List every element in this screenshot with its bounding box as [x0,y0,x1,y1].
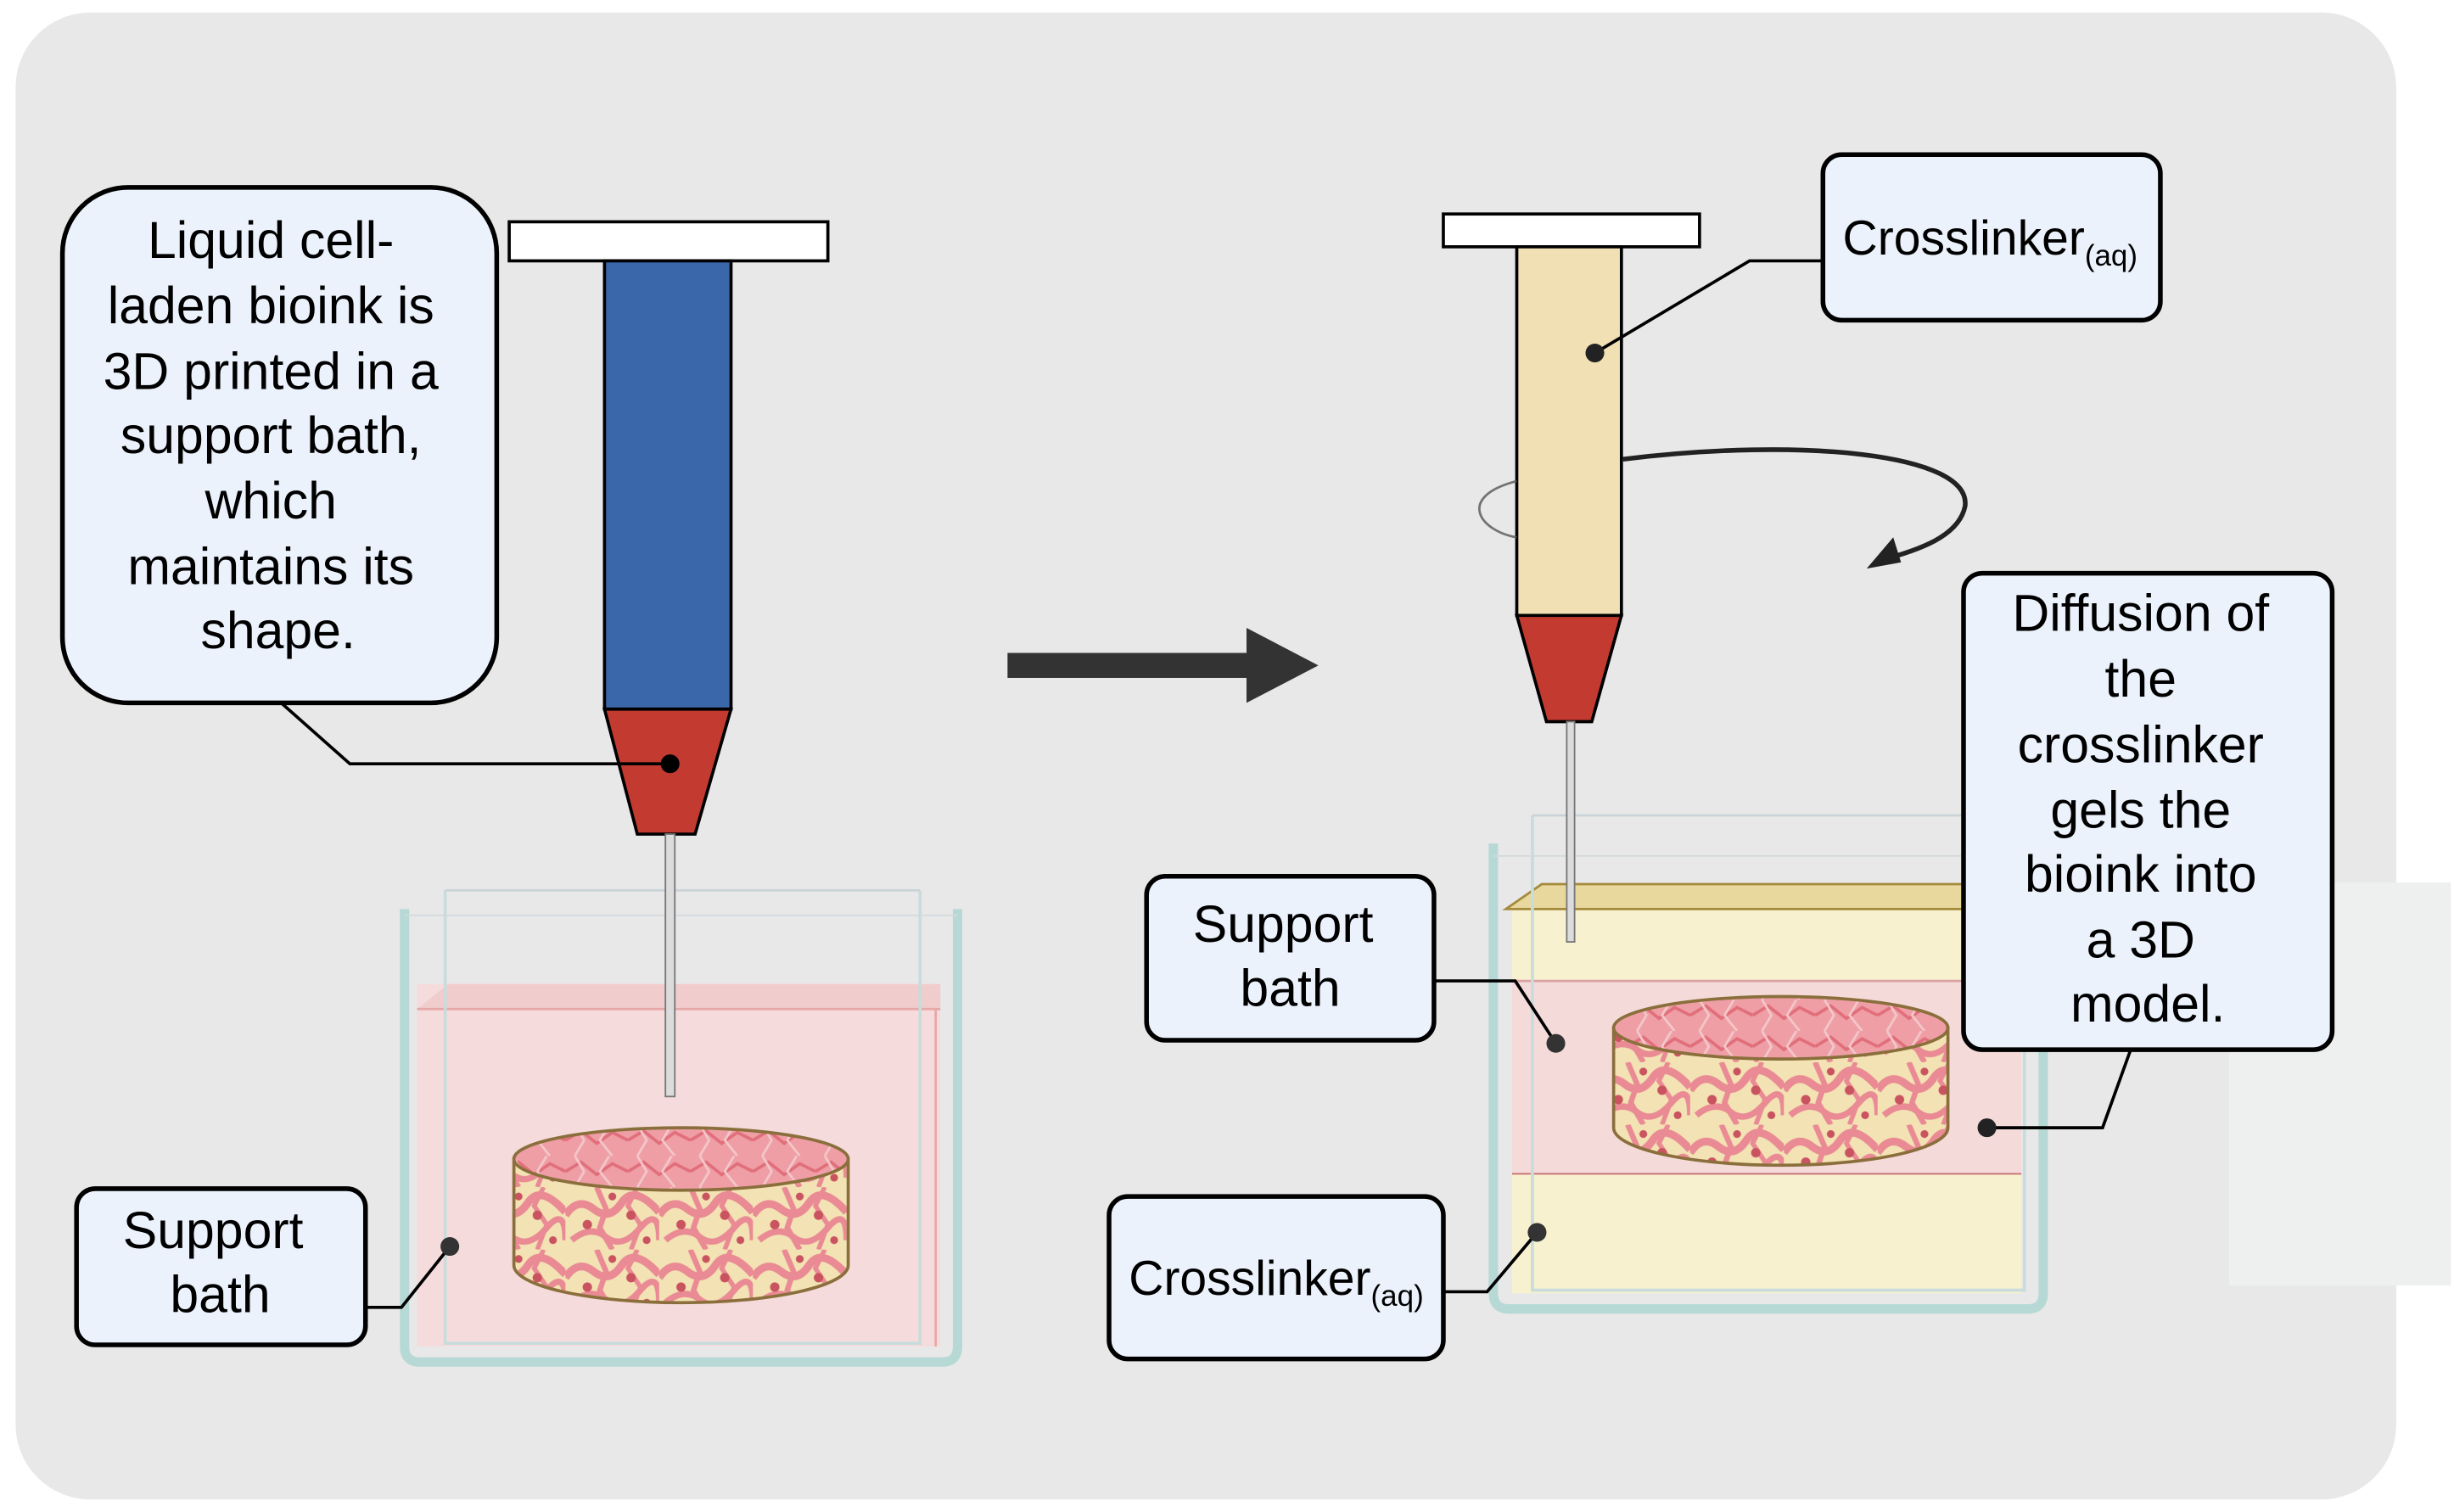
right-crosslinker-top-label: Crosslinker(aq) [1820,152,2163,323]
left-callout-line: 3D printed in a [104,342,439,400]
diffusion-callout-line: a 3D [2087,910,2195,968]
diffusion-callout-line: crosslinker [2018,715,2264,773]
right-crosslinker-upper-fill [1511,905,2022,982]
left-support-bath-leader [365,1245,451,1309]
right-support-bath-label: Support bath [1144,873,1437,1043]
left-cell-disc-icon [512,1126,850,1305]
diffusion-callout-line: Diffusion of [2012,585,2269,642]
right-bath-top-face [1502,882,2023,910]
right-crosslinker-bottom-leader [1443,1231,1538,1294]
diffusion-callout: Diffusion of the crosslinker gels the bi… [1961,570,2335,1052]
left-callout-line: Liquid cell- [148,211,394,269]
svg-text:Support bath: Support bath [123,1201,318,1323]
diffusion-callout-line: gels the [2050,781,2231,839]
svg-text:Diffusion of the c: Diffusion of the crosslinker gels the bi… [2012,585,2283,1033]
right-support-bath-leader [1433,979,1558,1044]
left-callout-line: laden bioink is [108,277,434,334]
svg-text:Crosslinker(aq): Crosslinker(aq) [1843,211,2137,272]
left-needle-icon [664,833,676,1098]
left-callout-line: shape. [200,602,355,659]
right-crosslinker-bottom-label: Crosslinker(aq) [1107,1194,1446,1362]
left-callout-line: maintains its [127,538,414,596]
left-bath-fill-top [417,983,941,1010]
svg-text:Crosslinker(aq): Crosslinker(aq) [1129,1252,1423,1313]
left-callout-leader [280,702,670,766]
right-syringe-icon [1442,212,1701,943]
left-bath-container-icon [400,888,962,1367]
right-bath-container-icon [1488,814,2048,1314]
left-support-bath-label: Support bath [74,1186,368,1347]
right-cell-disc-icon [1611,994,1950,1168]
diffusion-callout-leader [1986,1049,2132,1129]
diffusion-callout-line: the [2105,650,2177,708]
rotation-arrow-icon [1478,447,1968,569]
left-syringe-icon [507,220,830,1098]
process-arrow-icon [1007,628,1319,703]
right-crosslinker-top-leader [1594,259,1824,355]
left-callout: Liquid cell- laden bioink is 3D printed … [59,185,500,706]
left-callout-line: which [204,472,337,529]
diffusion-callout-line: model. [2070,975,2225,1033]
right-crosslinker-lower-fill [1511,1174,2022,1294]
right-needle-icon [1566,720,1576,943]
left-callout-line: support bath, [120,406,422,464]
svg-text:Support bath: Support bath [1193,895,1388,1016]
svg-text:Liquid cell- laden bioin: Liquid cell- laden bioink is 3D printed … [104,211,453,659]
diffusion-callout-line: bioink into [2025,845,2257,903]
